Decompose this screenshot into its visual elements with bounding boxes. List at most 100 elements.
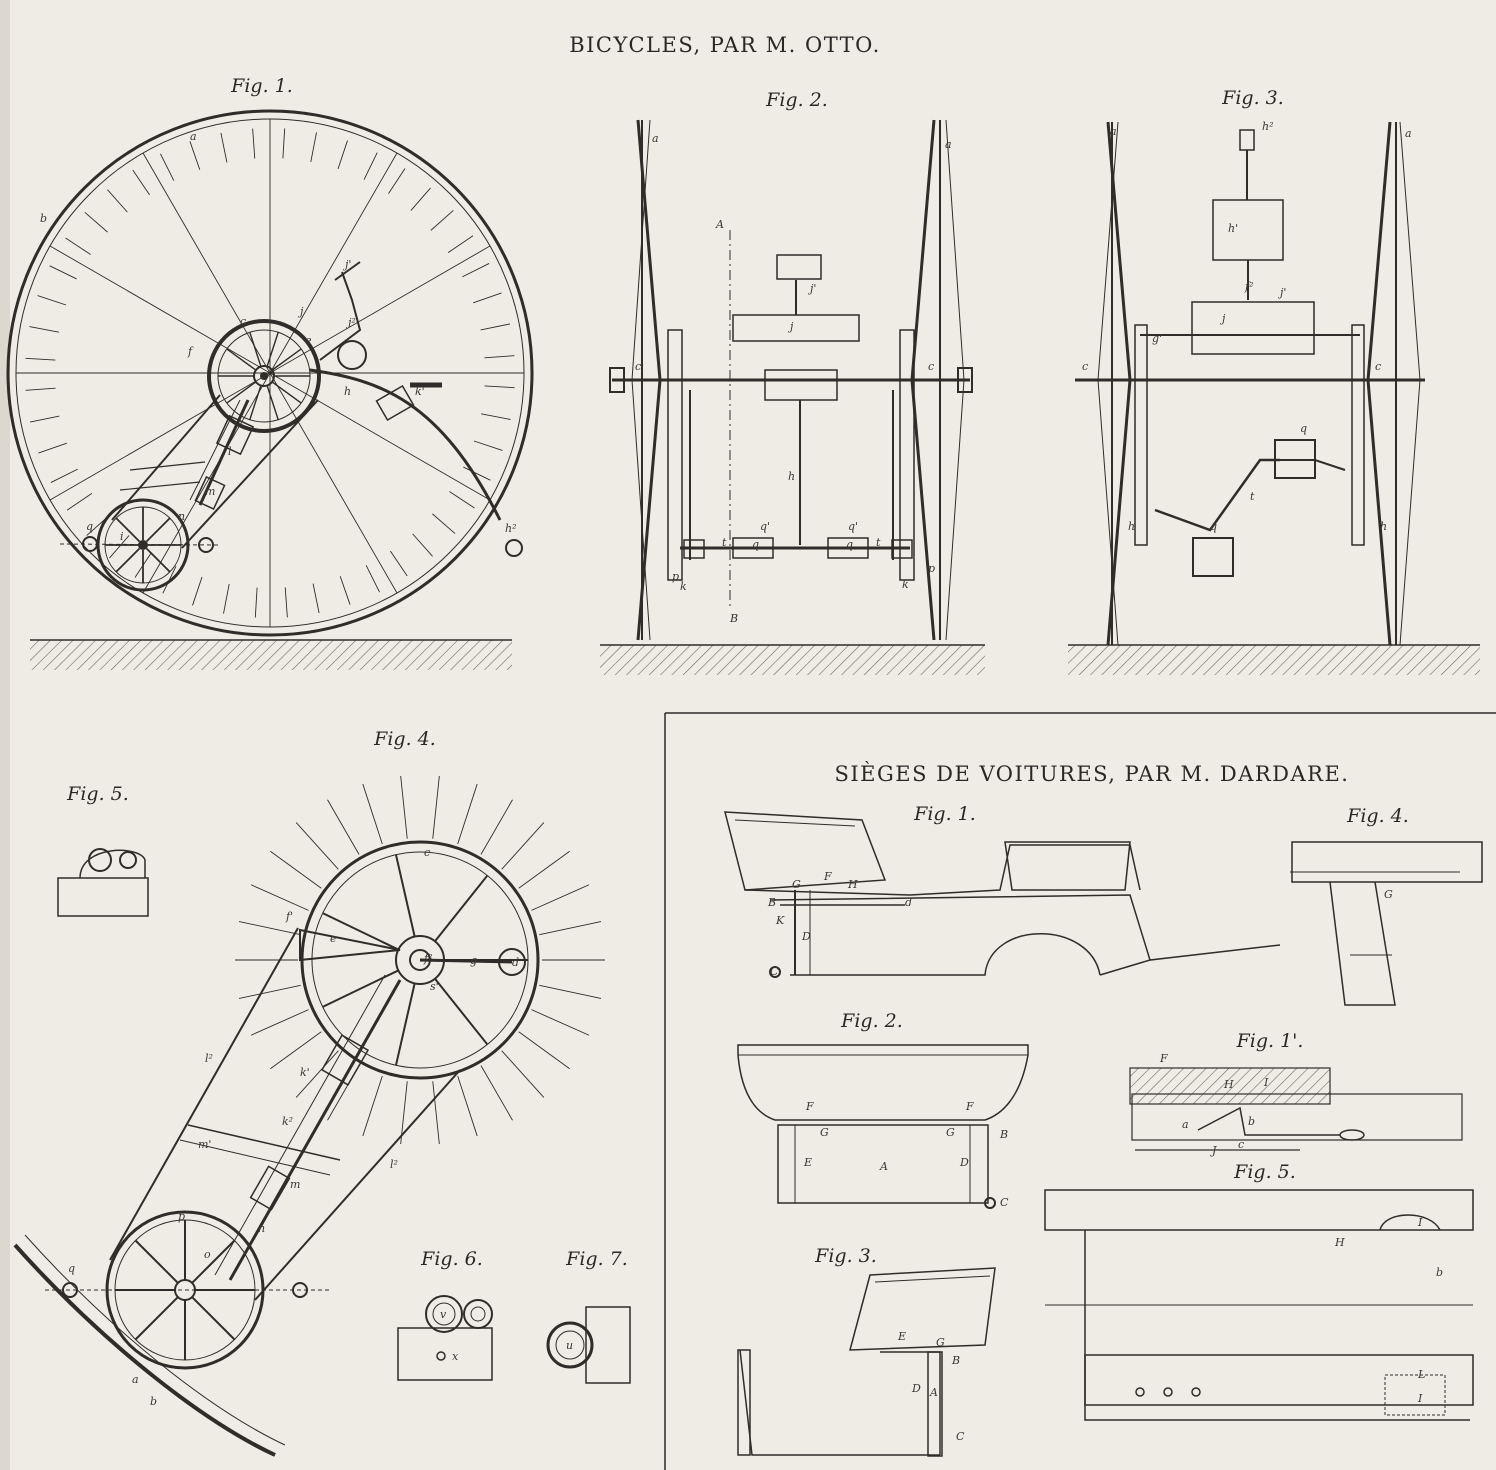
wheel-spoke: [226, 381, 257, 404]
wheel-spoke: [295, 822, 339, 870]
wheel-spoke: [434, 874, 489, 942]
part-label: f²: [1244, 280, 1253, 293]
part-label: l: [228, 445, 232, 458]
part-label: F: [805, 1100, 814, 1113]
rim-tick: [66, 493, 93, 511]
rim-tick: [449, 491, 475, 509]
rim-tick: [25, 387, 56, 391]
plate-b-title: SIÈGES DE VOITURES, PAR M. DARDARE.: [834, 762, 1349, 786]
part-label: m': [198, 1138, 211, 1151]
seat-fig4-caption: Fig. 4.: [1346, 805, 1409, 827]
wheel-spoke: [269, 245, 491, 374]
wheel-spoke: [142, 152, 271, 374]
part-label: F: [1159, 1052, 1168, 1065]
seat-fig2-caption: Fig. 2.: [840, 1010, 903, 1032]
part-label: I: [1263, 1076, 1269, 1089]
part-label: h: [344, 385, 351, 398]
part-label: E: [897, 1330, 906, 1343]
part-label: f: [187, 345, 194, 358]
seat-fig1p-caption: Fig. 1'.: [1236, 1030, 1304, 1052]
part-label: d: [905, 896, 912, 909]
part-label: a: [652, 132, 659, 145]
wheel-spoke: [249, 332, 262, 367]
part-label: c: [1375, 360, 1381, 373]
rim-tick: [462, 263, 490, 278]
wheel-spoke: [327, 799, 360, 855]
part-label: s': [430, 980, 439, 993]
part-label: l²: [205, 1052, 213, 1065]
plate-a-title: BICYCLES, PAR M. OTTO.: [569, 33, 881, 57]
rim-tick: [282, 128, 286, 159]
bicycle-fig5: Fig. 5.: [57, 783, 149, 917]
wheel-spoke: [49, 372, 271, 501]
wheel-spoke: [191, 1296, 236, 1341]
rim-tick: [412, 533, 433, 557]
ground-fig2: [600, 645, 985, 675]
ground-fig3: [1068, 645, 1480, 675]
part-label: c: [1082, 360, 1088, 373]
part-label: j': [807, 282, 816, 295]
fig1-caption: Fig. 1.: [230, 75, 293, 97]
wheel-spoke: [394, 983, 416, 1066]
wheel-spoke: [269, 372, 491, 501]
part-label: I: [1417, 1216, 1423, 1229]
part-label: a: [945, 138, 952, 151]
part-label: q: [752, 538, 759, 551]
part-label: g: [470, 954, 477, 967]
rim-tick: [312, 583, 320, 614]
part-label: m: [205, 485, 215, 498]
wheel-spoke: [271, 348, 302, 371]
rim-tick: [430, 210, 454, 231]
part-label: d: [512, 956, 519, 969]
part-label: H: [1223, 1078, 1234, 1091]
wheel-spoke: [457, 1075, 478, 1137]
rim-tick: [37, 295, 67, 306]
part-label: A: [879, 1160, 888, 1173]
part-label: v: [440, 1308, 447, 1321]
part-label: j: [297, 305, 304, 318]
fig2-caption: Fig. 2.: [765, 89, 828, 111]
part-label: b: [1436, 1266, 1443, 1279]
wheel-spoke: [432, 775, 440, 839]
part-label: j: [787, 320, 794, 333]
part-label: q': [848, 520, 858, 533]
part-label: p: [672, 570, 679, 583]
part-label: q': [760, 520, 770, 533]
part-label: E: [803, 1156, 812, 1169]
wheel-spoke: [434, 978, 489, 1046]
wheel-spoke: [134, 1239, 179, 1284]
wheel-spoke: [226, 348, 257, 371]
part-label: C: [956, 1430, 965, 1443]
part-label: c: [928, 360, 934, 373]
part-label: D: [959, 1156, 969, 1169]
part-label: G: [946, 1126, 955, 1139]
rim-tick: [29, 326, 59, 333]
part-label: I: [1417, 1392, 1423, 1405]
part-label: a: [1182, 1118, 1189, 1131]
rim-tick: [220, 132, 228, 163]
wheel-spoke: [480, 799, 513, 855]
seat-fig1-caption: Fig. 1.: [913, 803, 976, 825]
rim-tick: [160, 153, 175, 181]
part-label: n: [258, 1222, 265, 1235]
part-label: o: [204, 1248, 211, 1261]
part-label: J: [1210, 1144, 1217, 1157]
part-label: t: [876, 536, 881, 549]
part-label: G: [936, 1336, 945, 1349]
rim-tick: [38, 442, 67, 454]
part-label: h²: [1262, 120, 1274, 133]
ground-fig1: [30, 640, 512, 670]
part-label: G: [792, 878, 801, 891]
part-label: f': [285, 910, 293, 923]
part-label: e: [330, 932, 337, 945]
wheel-spoke: [394, 854, 416, 937]
fig4-caption: Fig. 4.: [373, 728, 436, 750]
part-label: b: [40, 212, 47, 225]
part-label: i: [120, 530, 124, 543]
part-label: b: [150, 1395, 157, 1408]
part-label: k: [902, 578, 909, 591]
